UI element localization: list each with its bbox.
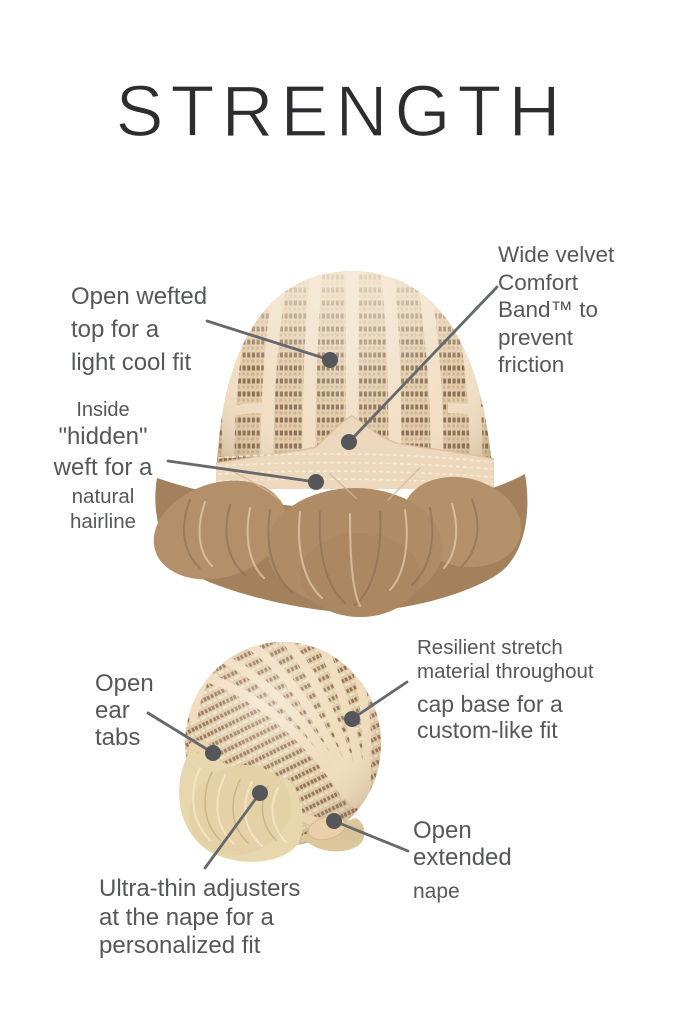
label-line: Resilient stretch <box>417 636 563 659</box>
label-line: weft for a <box>53 454 153 481</box>
label-hidden-weft: Inside "hidden" weft for a natural hairl… <box>34 399 172 534</box>
callout-dots <box>205 352 360 829</box>
label-line: custom-like fit <box>417 717 558 743</box>
label-line: Comfort <box>498 269 579 295</box>
label-line: Open wefted <box>71 283 208 310</box>
label-line: nape <box>413 880 460 903</box>
label-line: cap base for a <box>417 691 563 717</box>
label-line: natural <box>71 485 135 508</box>
wig-cap-back-image <box>153 271 528 617</box>
label-line: "hidden" <box>58 423 148 450</box>
callout-lines <box>146 285 499 870</box>
label-stretch-material: Resilient stretch material throughout ca… <box>417 636 594 743</box>
label-line: prevent <box>498 324 574 350</box>
label-line: personalized fit <box>99 932 261 959</box>
label-open-wefted-top: Open wefted top for a light cool fit <box>71 280 207 379</box>
label-line: friction <box>498 352 565 377</box>
label-nape-adjusters: Ultra-thin adjusters at the nape for a p… <box>99 875 300 961</box>
label-extended-nape: Open extended nape <box>413 817 512 904</box>
label-comfort-band: Wide velvet Comfort Band™ to prevent fri… <box>498 241 614 379</box>
label-line: Wide velvet <box>498 242 615 267</box>
label-ear-tabs: Open ear tabs <box>95 670 154 751</box>
label-line: Band™ to <box>498 297 599 322</box>
label-line: at the nape for a <box>99 903 274 931</box>
label-line: hairline <box>69 510 137 533</box>
label-line: light cool fit <box>71 349 192 376</box>
label-line: extended <box>413 843 512 871</box>
label-line: Inside <box>76 399 130 421</box>
label-line: Ultra-thin adjusters <box>99 875 301 902</box>
label-line: tabs <box>95 724 141 751</box>
page-title: STRENGTH <box>115 72 568 152</box>
label-line: top for a <box>71 316 160 343</box>
label-line: material throughout <box>417 659 594 683</box>
label-line: Open <box>413 817 472 844</box>
label-line: ear <box>95 697 130 724</box>
label-line: Open <box>95 670 154 697</box>
